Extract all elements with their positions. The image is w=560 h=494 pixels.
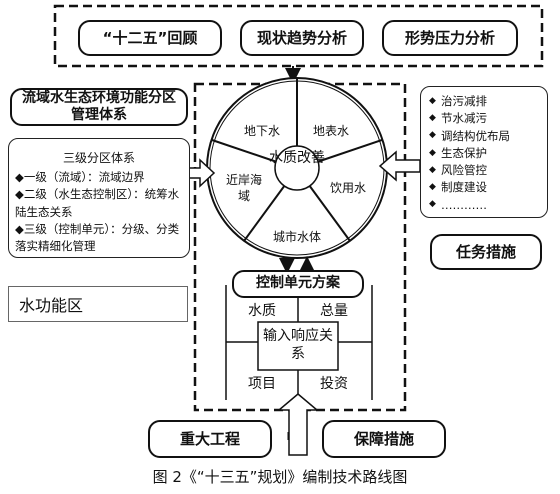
input-response-label: 输入响应关系: [263, 328, 333, 363]
measures-list: ◆治污减排 ◆节水减污 ◆调结构优布局 ◆生态保护 ◆风险管控 ◆制度建设 ◆……: [420, 86, 548, 218]
bottom-up-arrow: [276, 393, 320, 456]
top-dashed-frame: [53, 4, 544, 68]
figure-caption: 图 2《“十三五”规划》编制技术路线图: [152, 468, 408, 486]
water-function-area: 水功能区: [8, 286, 188, 322]
measure-item: ◆生态保护: [429, 145, 487, 160]
measure-item: ◆…………: [429, 197, 487, 212]
measure-item: ◆节水减污: [429, 111, 487, 126]
current-trend-analysis: 现状趋势分析: [240, 20, 364, 56]
control-total-amount: 总量: [320, 303, 348, 319]
control-unit-plan: 控制单元方案: [232, 270, 364, 298]
control-investment: 投资: [320, 376, 348, 392]
control-water-quality: 水质: [248, 303, 276, 319]
task-measures: 任务措施: [430, 234, 542, 270]
measure-item: ◆治污减排: [429, 94, 487, 108]
zoning-line-3: ◆三级（控制单元）：分级、分类落实精细化管理: [15, 221, 180, 253]
input-response-box: [257, 321, 339, 371]
measure-item: ◆调结构优布局: [429, 128, 510, 143]
wheel-segment-urban-water: 城市水体: [272, 230, 321, 244]
left-input-arrow: [187, 158, 216, 188]
wheel-segment-groundwater: 地下水: [243, 124, 280, 138]
measure-item: ◆制度建设: [429, 180, 487, 195]
measure-item: ◆风险管控: [429, 163, 487, 177]
left-title: 流域水生态环境功能分区管理体系: [10, 88, 188, 126]
three-level-zoning-box: 三级分区体系 ◆一级（流域）：流域边界 ◆二级（水生态控制区）：统筹水陆生态关系…: [8, 138, 190, 258]
review-12th-five-year: “十二五”回顾: [78, 20, 222, 56]
situation-pressure-analysis: 形势压力分析: [382, 20, 518, 56]
guarantee-measures: 保障措施: [322, 420, 446, 458]
zoning-line-1: ◆一级（流域）：流域边界: [15, 170, 145, 184]
wheel-segment-drinking-water: 饮用水: [329, 181, 366, 195]
wheel-spokes: [211, 78, 383, 242]
right-input-arrow: [378, 150, 421, 182]
major-projects: 重大工程: [148, 420, 272, 458]
zoning-line-2: ◆二级（水生态控制区）：统筹水陆生态关系: [15, 187, 180, 219]
wheel-segment-surface-water: 地表水: [312, 124, 349, 138]
zoning-subtitle: 三级分区体系: [62, 151, 135, 165]
wheel-hub: [274, 145, 320, 191]
wheel-center-label: 水质改善: [269, 150, 325, 166]
wheel-diagram: [206, 77, 388, 259]
control-project: 项目: [248, 376, 276, 392]
wheel-segment-coastal-waters: 近岸海域: [225, 173, 262, 204]
